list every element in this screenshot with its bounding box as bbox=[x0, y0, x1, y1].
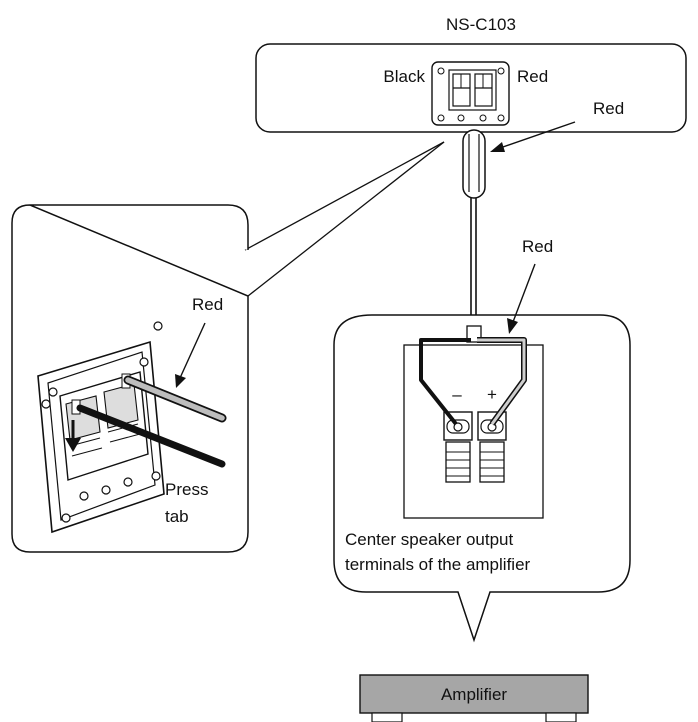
tab-label: tab bbox=[165, 507, 189, 526]
inset-black-wire bbox=[76, 404, 226, 468]
speaker-model-label: NS-C103 bbox=[446, 15, 516, 34]
inset-callout-line-top bbox=[244, 141, 445, 251]
amplifier-foot-right bbox=[545, 712, 577, 722]
cable-boot bbox=[462, 129, 486, 199]
inset-black-terminal bbox=[65, 395, 101, 441]
speaker-cable-red-label: Red bbox=[593, 99, 624, 118]
amp-minus-terminal bbox=[443, 411, 473, 483]
inset-red-pointer-arrow bbox=[175, 374, 186, 388]
speaker-cable-pointer-arrow bbox=[490, 142, 505, 152]
amp-red-label: Red bbox=[522, 237, 553, 256]
inset-callout-line-bottom bbox=[247, 141, 445, 297]
amplifier-foot-left bbox=[371, 712, 403, 722]
speaker-cable-pointer-line bbox=[499, 121, 576, 149]
inset-red-pointer-line bbox=[179, 322, 206, 379]
amp-terminal-panel bbox=[403, 344, 544, 519]
speaker-black-label: Black bbox=[383, 67, 425, 86]
amp-plus-terminal bbox=[477, 411, 507, 483]
amplifier: Amplifier bbox=[359, 674, 589, 722]
speaker-cable bbox=[462, 129, 486, 328]
inset-red-label: Red bbox=[192, 295, 223, 314]
amplifier-body bbox=[359, 674, 589, 714]
speaker-red-label: Red bbox=[517, 67, 548, 86]
amp-caption-line1: Center speaker output bbox=[345, 530, 513, 549]
amp-terminal-callout: – + Red Center speaker output terminals … bbox=[333, 237, 631, 643]
minus-sign: – bbox=[452, 385, 462, 404]
amp-caption-line2: terminals of the amplifier bbox=[345, 555, 531, 574]
amp-red-pointer-line bbox=[512, 263, 536, 323]
speaker-terminal-plate bbox=[431, 61, 510, 126]
amp-red-pointer-arrow bbox=[507, 318, 518, 334]
press-tab-arrow-head bbox=[65, 438, 81, 452]
press-label: Press bbox=[165, 480, 208, 499]
terminal-detail-inset: Red Press tab bbox=[11, 141, 445, 553]
amp-black-wire bbox=[419, 338, 471, 426]
center-speaker: NS-C103 Black Red bbox=[255, 15, 687, 133]
plus-sign: + bbox=[487, 385, 497, 404]
inset-red-wire bbox=[125, 377, 225, 421]
amplifier-label: Amplifier bbox=[441, 685, 507, 704]
amp-red-wire bbox=[477, 338, 526, 425]
